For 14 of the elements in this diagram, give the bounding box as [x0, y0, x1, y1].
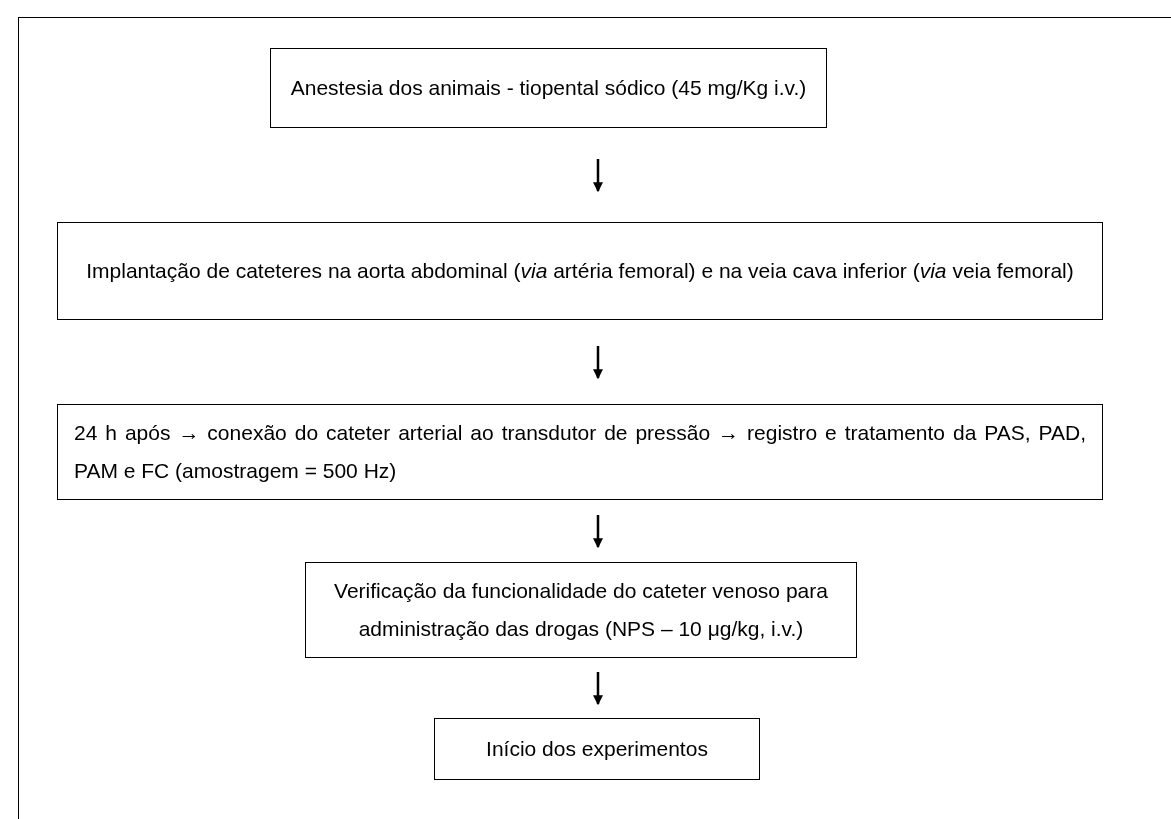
step-text: Verificação da funcionalidade do cateter venoso para administração das drogas (NPS – 10 μg/kg, i.v.): [333, 578, 829, 642]
process-box: [305, 562, 857, 658]
step-text: 24 h após → conexão do cateter arterial ao transdutor de pressão → registro e tratamento da PAS, PAD, PAM e FC (amostragem = 500 Hz): [74, 420, 1086, 484]
step-text: Início dos experimentos: [485, 736, 709, 762]
arrow: [593, 159, 603, 193]
process-box: [434, 718, 760, 780]
step-text: Implantação de cateteres na aorta abdominal (via artéria femoral) e na veia cava inferior (via veia femoral): [85, 258, 1075, 284]
arrow: [593, 346, 603, 380]
step-text: Anestesia dos animais - tiopental sódico (45 mg/Kg i.v.): [289, 75, 808, 101]
process-box: [57, 404, 1103, 500]
process-box: [57, 222, 1103, 320]
arrow: [593, 515, 603, 549]
process-box: [270, 48, 827, 128]
arrow: [593, 672, 603, 706]
